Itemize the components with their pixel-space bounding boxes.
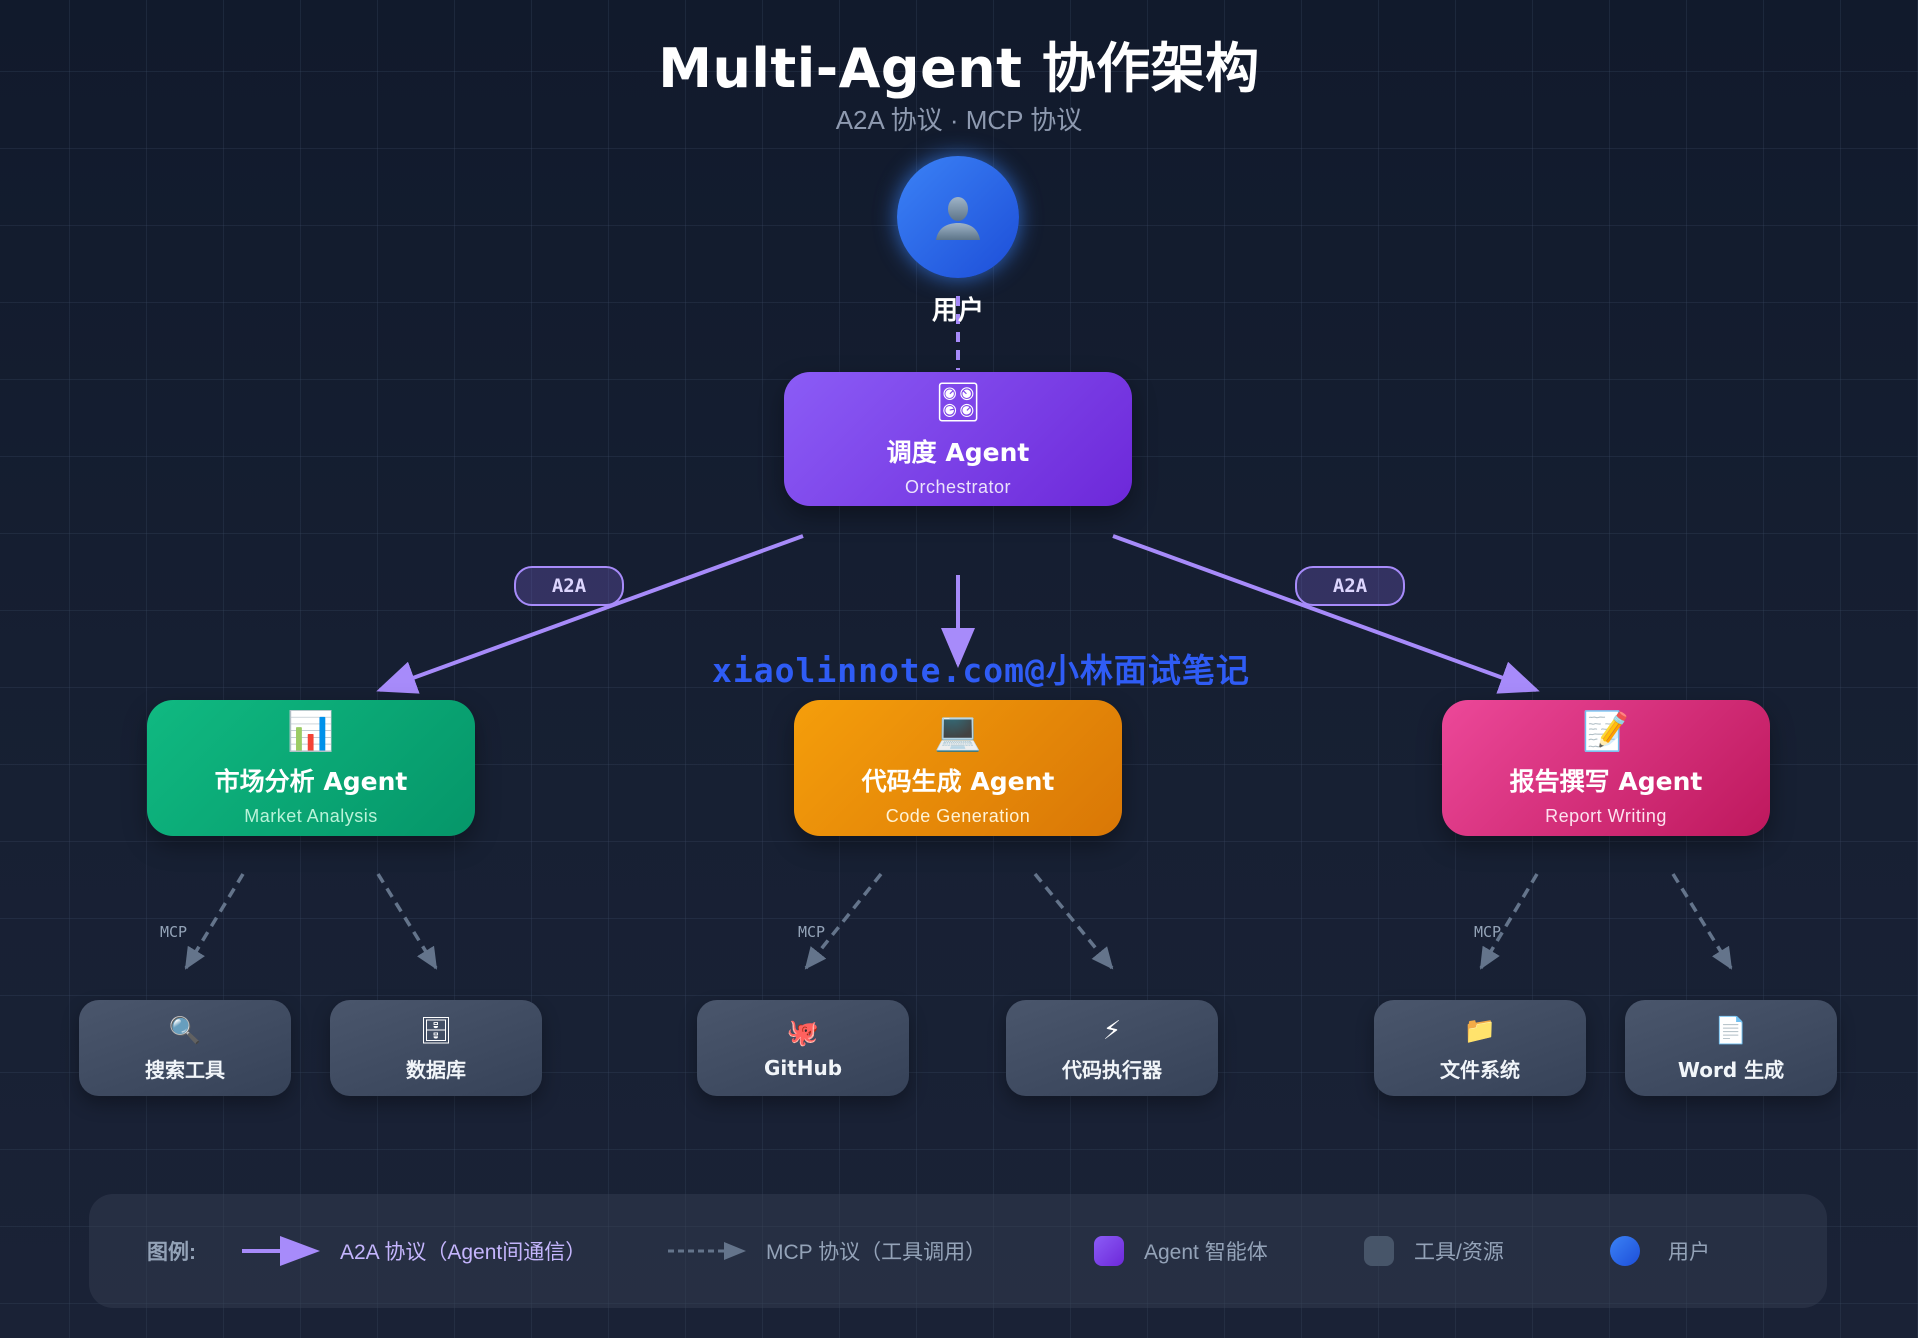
legend-item-agent: Agent 智能体	[1094, 1194, 1268, 1308]
market-analysis-agent-node[interactable]: 📊 市场分析 Agent Market Analysis	[147, 700, 475, 836]
mcp-link-word	[1671, 873, 1733, 970]
legend-title: 图例:	[147, 1241, 196, 1264]
laptop-icon: 💻	[934, 710, 982, 753]
octopus-icon: 🐙	[786, 1017, 820, 1047]
agent-subtitle: Market Analysis	[244, 805, 378, 826]
tool-swatch-icon	[1364, 1236, 1394, 1266]
tool-word-generation[interactable]: 📄 Word 生成	[1625, 1000, 1837, 1096]
folder-icon: 📁	[1463, 1014, 1497, 1045]
mcp-link-search	[184, 873, 245, 970]
mcp-link-github	[804, 872, 883, 970]
user-label: 用户	[931, 295, 984, 325]
tool-database[interactable]: 🗄 数据库	[330, 1000, 542, 1096]
document-icon: 📄	[1714, 1014, 1748, 1045]
agent-subtitle: Report Writing	[1545, 805, 1667, 826]
agent-name: 报告撰写 Agent	[1509, 766, 1703, 796]
magnifier-icon: 🔍	[168, 1014, 202, 1045]
tool-code-executor[interactable]: ⚡ 代码执行器	[1006, 1000, 1218, 1096]
agent-name: 代码生成 Agent	[861, 766, 1055, 796]
mcp-label-report: MCP	[1474, 923, 1502, 941]
tool-name: 代码执行器	[1062, 1057, 1162, 1082]
dashed-arrow-icon	[668, 1242, 746, 1260]
orchestrator-name: 调度 Agent	[886, 437, 1030, 467]
agent-swatch-icon	[1094, 1236, 1124, 1266]
user-circle-icon	[1610, 1236, 1640, 1266]
tool-name: 文件系统	[1440, 1057, 1520, 1082]
page-subtitle: A2A 协议 · MCP 协议	[835, 105, 1083, 135]
legend-label: 工具/资源	[1414, 1241, 1504, 1264]
legend-item-tool: 工具/资源	[1364, 1194, 1504, 1308]
agent-name: 市场分析 Agent	[214, 766, 408, 796]
mcp-label-market: MCP	[160, 923, 188, 941]
page-title: Multi-Agent 协作架构	[658, 37, 1260, 100]
orchestrator-subtitle: Orchestrator	[904, 476, 1012, 497]
person-silhouette-icon	[936, 197, 980, 240]
solid-arrow-icon	[242, 1236, 320, 1266]
lightning-icon: ⚡	[1102, 1014, 1122, 1045]
bar-chart-icon: 📊	[287, 710, 335, 753]
tool-name: 数据库	[406, 1057, 466, 1082]
control-knobs-icon: 🎛	[933, 381, 983, 424]
mcp-link-filesystem	[1479, 873, 1539, 970]
legend-item-a2a: A2A 协议（Agent间通信）	[242, 1194, 586, 1308]
orchestrator-agent-node[interactable]: 🎛 调度 Agent Orchestrator	[784, 372, 1132, 506]
user-node[interactable]	[897, 156, 1019, 278]
a2a-badge-left: A2A	[514, 566, 624, 606]
tool-name: Word 生成	[1677, 1057, 1785, 1082]
code-generation-agent-node[interactable]: 💻 代码生成 Agent Code Generation	[794, 700, 1122, 836]
file-cabinet-icon: 🗄	[419, 1014, 453, 1045]
a2a-badge-right: A2A	[1295, 566, 1405, 606]
mcp-link-executor	[1033, 872, 1114, 970]
legend-item-user: 用户	[1610, 1194, 1710, 1308]
report-writing-agent-node[interactable]: 📝 报告撰写 Agent Report Writing	[1442, 700, 1770, 836]
legend-label: MCP 协议（工具调用）	[766, 1241, 987, 1264]
mcp-link-database	[376, 873, 438, 970]
memo-icon: 📝	[1582, 710, 1630, 753]
tool-github[interactable]: 🐙 GitHub	[697, 1000, 909, 1096]
watermark: xiaolinnote.com@小林面试笔记	[712, 651, 1250, 690]
legend-label: A2A 协议（Agent间通信）	[340, 1241, 587, 1264]
mcp-label-code: MCP	[798, 923, 826, 941]
tool-name: GitHub	[763, 1056, 843, 1080]
tool-name: 搜索工具	[145, 1057, 225, 1082]
a2a-link-report	[1112, 534, 1540, 694]
legend-panel: 图例: A2A 协议（Agent间通信） MCP 协议（工具调用） Agent …	[89, 1194, 1827, 1308]
legend-label: 用户	[1668, 1241, 1710, 1264]
tool-search[interactable]: 🔍 搜索工具	[79, 1000, 291, 1096]
legend-label: Agent 智能体	[1144, 1241, 1268, 1264]
agent-subtitle: Code Generation	[885, 805, 1031, 826]
legend-item-mcp: MCP 协议（工具调用）	[668, 1194, 986, 1308]
tool-filesystem[interactable]: 📁 文件系统	[1374, 1000, 1586, 1096]
a2a-link-market	[376, 534, 804, 694]
